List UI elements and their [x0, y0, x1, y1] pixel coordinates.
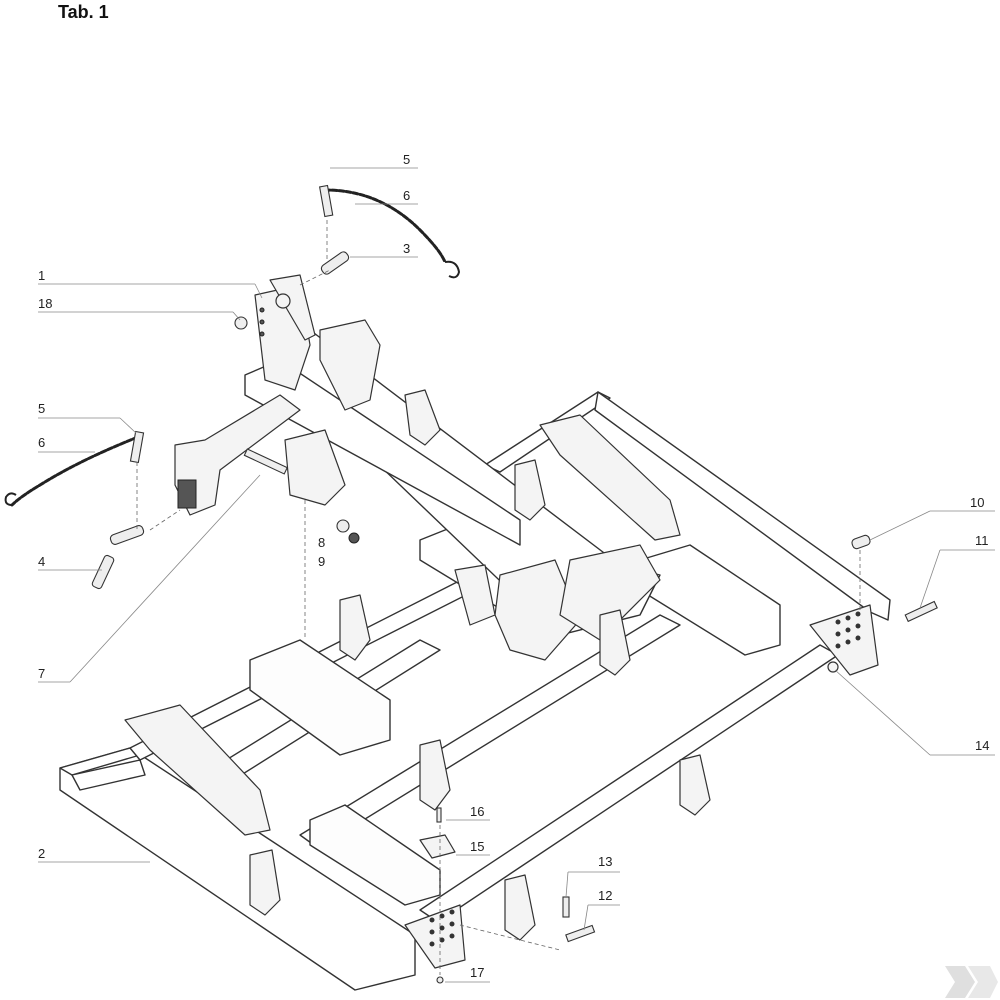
frame-left-corner [71, 759, 146, 791]
callout-17: 17 [470, 965, 484, 980]
callout-4: 4 [38, 554, 45, 569]
chain-hook-top [444, 260, 461, 279]
loose-parts [4, 184, 938, 984]
tine-bracket [454, 564, 496, 626]
tine-brackets [124, 389, 711, 941]
plate-15 [419, 834, 456, 859]
brand-logo-watermark-icon [945, 966, 998, 998]
tine-bracket [599, 609, 631, 676]
nut-9 [348, 532, 360, 544]
callout-8: 8 [318, 535, 325, 550]
bolt-11 [904, 600, 938, 623]
callout-1: 1 [38, 268, 45, 283]
bolt-7 [243, 448, 288, 475]
callout-16: 16 [470, 804, 484, 819]
top-link-pin [320, 251, 350, 275]
tine-bracket [404, 389, 441, 446]
pin-12 [565, 924, 596, 943]
tine-bracket [504, 874, 536, 941]
top-link-hole [275, 293, 291, 309]
callout-13: 13 [598, 854, 612, 869]
screw-16 [436, 807, 442, 823]
callout-7: 7 [38, 666, 45, 681]
mount-bushing [827, 661, 839, 673]
frame-front-tube [419, 644, 839, 923]
page-title: Tab. 1 [58, 2, 109, 22]
tine-bracket [339, 594, 371, 661]
washer-8 [336, 519, 350, 533]
hitch-frame [174, 274, 661, 661]
frame-right-beam [594, 391, 891, 621]
tine-bracket [249, 849, 281, 916]
safety-chain-left [10, 435, 140, 507]
callout-5-top: 5 [403, 152, 410, 167]
headstock-right [319, 319, 381, 411]
washer-18 [234, 316, 248, 330]
safety-chain-top [323, 188, 447, 264]
nut-17 [436, 976, 444, 984]
callout-18: 18 [38, 296, 52, 311]
lower-link-pin-handle [91, 554, 115, 590]
callout-15: 15 [470, 839, 484, 854]
frame-center-box [249, 639, 391, 756]
callout-14: 14 [975, 738, 989, 753]
tine-bracket [679, 754, 711, 816]
beam-end-plate-right [559, 544, 661, 641]
callout-labels: 1 18 5 6 3 5 6 4 8 9 7 10 11 14 2 16 15 … [38, 152, 989, 980]
tine-bracket [514, 459, 546, 521]
callout-6-top: 6 [403, 188, 410, 203]
lower-link-pin [109, 525, 145, 545]
roller-mount-plate-front [404, 904, 466, 969]
chain-hook-left [4, 492, 17, 506]
callout-6-left: 6 [38, 435, 45, 450]
callout-5-left: 5 [38, 401, 45, 416]
lower-link-pin-hole [177, 479, 197, 509]
lower-arm-plate [284, 429, 346, 506]
callout-2: 2 [38, 846, 45, 861]
linch-pin-top [318, 184, 334, 218]
callout-3: 3 [403, 241, 410, 256]
callout-11: 11 [975, 533, 989, 548]
headstock-top [269, 274, 316, 341]
pin-13 [562, 896, 570, 918]
leader-lines [38, 167, 995, 983]
roller-mount-plate-rear [809, 604, 879, 676]
tine-bracket [419, 739, 451, 811]
assembly-lines [136, 220, 861, 975]
linch-pin-left [129, 430, 145, 464]
frame-right-box [639, 544, 781, 656]
pin-10 [851, 534, 871, 550]
callout-9: 9 [318, 554, 325, 569]
callout-12: 12 [598, 888, 612, 903]
support-bracket-right [539, 414, 681, 541]
callout-10: 10 [970, 495, 984, 510]
support-bracket-left [124, 704, 271, 836]
roller-mounts [404, 604, 879, 969]
